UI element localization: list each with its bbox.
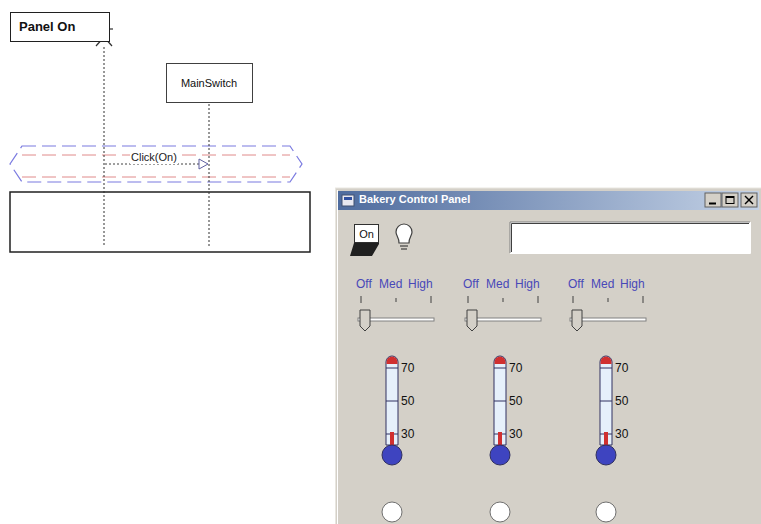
interaction-band — [10, 146, 302, 182]
slider-label: Med — [486, 277, 509, 291]
scale-number: 70 — [509, 361, 522, 375]
message-label: Click(On) — [130, 150, 178, 164]
thermometer — [596, 356, 616, 522]
slider-label: Off — [356, 277, 372, 291]
scale-number: 50 — [401, 394, 414, 408]
band-line — [22, 177, 290, 178]
switch-button: On — [354, 224, 379, 243]
window-title: Bakery Control Panel — [359, 193, 470, 205]
slider-label: Med — [591, 277, 614, 291]
slider-label: Off — [568, 277, 584, 291]
scale-number: 30 — [401, 427, 414, 441]
slider-label: Off — [463, 277, 479, 291]
node-label: On — [359, 228, 374, 240]
scale-number: 30 — [509, 427, 522, 441]
window-buttons — [705, 193, 757, 207]
slider-label: High — [620, 277, 645, 291]
lifeline-box: MainSwitch — [166, 63, 253, 103]
slider — [465, 296, 541, 331]
bulb-icon — [396, 224, 412, 249]
text-field — [510, 222, 751, 254]
thermometer — [490, 356, 510, 522]
scale-number: 30 — [615, 427, 628, 441]
fragment-box — [10, 192, 310, 252]
slider-label: High — [515, 277, 540, 291]
node-label: MainSwitch — [181, 77, 237, 89]
scale-number: 50 — [509, 394, 522, 408]
thermometer — [382, 356, 402, 522]
scale-number: 50 — [615, 394, 628, 408]
window-frame — [335, 188, 761, 524]
slider — [570, 296, 646, 331]
frame-title: Panel On — [10, 12, 110, 42]
scale-number: 70 — [615, 361, 628, 375]
slider — [358, 296, 434, 331]
slider-label: High — [408, 277, 433, 291]
switch-shadow — [350, 224, 379, 256]
lifeline — [209, 104, 210, 246]
scale-number: 70 — [401, 361, 414, 375]
app-window: Bakery Control PanelOn — [335, 188, 761, 524]
lifeline — [104, 47, 105, 246]
slider-label: Med — [379, 277, 402, 291]
